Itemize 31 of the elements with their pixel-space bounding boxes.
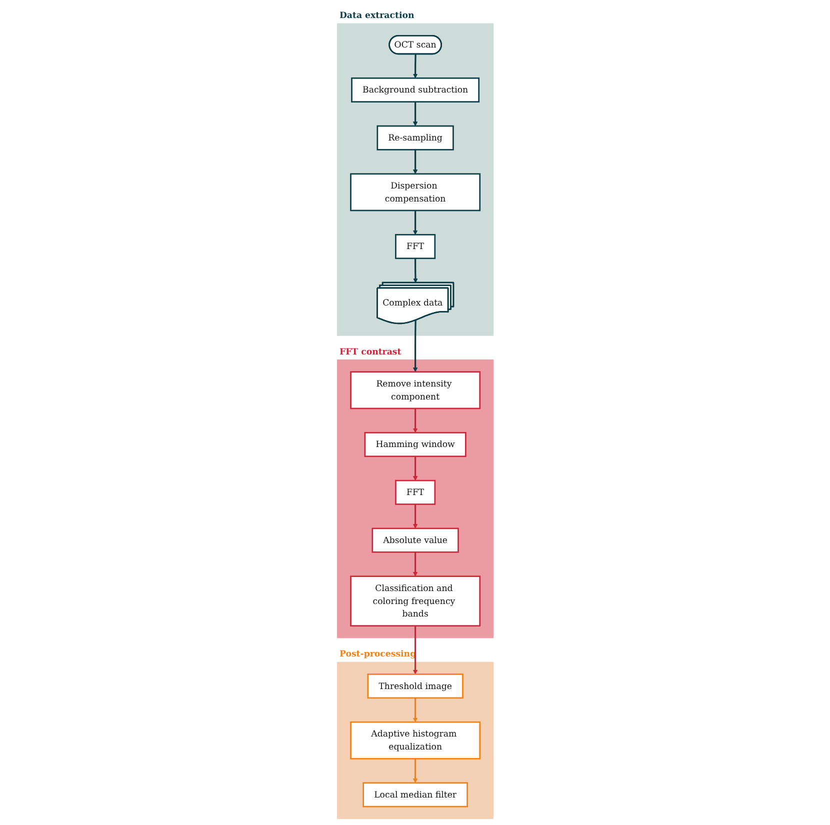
arrow [412,210,418,235]
arrow [412,258,418,284]
arrow [412,504,418,529]
arrow [412,626,418,674]
arrow [412,408,418,433]
node-box: Dispersion compensation [350,173,480,212]
arrow [412,320,418,372]
node-label: Data extraction [339,10,414,20]
node-box: Local median filter [362,782,468,808]
node-box: Background subtraction [350,77,480,102]
node-label: Post-processing [339,648,416,659]
node-box: Adaptive histogram equalization [350,721,480,760]
node-box: FFT [394,480,436,505]
arrow [412,102,418,126]
arrow [412,552,418,577]
arrow [412,698,418,722]
node-box: Remove intensity component [350,371,480,410]
arrow [412,758,418,784]
node-box: Threshold image [366,674,464,699]
cluster [336,23,494,336]
arrow [412,456,418,481]
node-box: Re-sampling [376,125,454,150]
node-box: Hamming window [364,432,466,458]
cluster [336,662,494,819]
node-label: FFT contrast [339,346,401,357]
arrow [412,150,418,174]
cluster [336,360,494,638]
node-box: FFT [394,234,436,260]
arrow [412,54,418,78]
node-box: Classification and coloring frequency bands [350,576,480,626]
node-box: Absolute value [371,528,459,553]
